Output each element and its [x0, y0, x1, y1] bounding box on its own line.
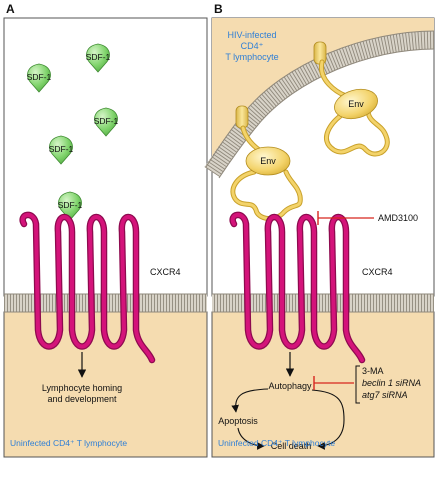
panel-a-receptor-label: CXCR4	[150, 267, 181, 277]
autophagy-to-apoptosis-arrow	[231, 388, 269, 413]
svg-text:SDF-1: SDF-1	[86, 52, 111, 62]
cxcr4-receptor	[19, 211, 156, 364]
cxcr4-receptor	[229, 211, 366, 364]
sdf1-molecule: SDF-1	[94, 107, 119, 137]
apoptosis-label: Apoptosis	[218, 416, 258, 426]
inhibitor-bracket	[355, 365, 360, 404]
inhibitor-atg7: atg7 siRNA	[362, 390, 408, 400]
svg-text:Env: Env	[260, 156, 276, 166]
panel-b-receptor-label: CXCR4	[362, 267, 393, 277]
svg-text:SDF-1: SDF-1	[94, 116, 119, 126]
svg-text:SDF-1: SDF-1	[49, 144, 74, 154]
sdf1-molecule: SDF-1	[49, 135, 74, 165]
panel-a: A SDF-1 SDF-1 SDF-1 SDF-1 SDF-1 CXCR4	[3, 2, 208, 458]
infected-cell-line1: HIV-infected	[227, 30, 276, 40]
apoptosis-to-death-arrow	[237, 427, 265, 450]
sdf1-molecule: SDF-1	[86, 43, 111, 73]
env-unbound: Env	[318, 59, 390, 157]
inhibitor-3ma: 3-MA	[362, 366, 384, 376]
amd3100-label: AMD3100	[378, 213, 418, 223]
autophagy-label: Autophagy	[268, 381, 312, 391]
cell-death-label: Cell death	[271, 441, 312, 451]
panel-b: B HIV-infected CD4⁺ T lymphocyte Env Env	[204, 2, 435, 458]
outcome-line1: Lymphocyte homing	[42, 383, 122, 393]
infected-cell-line2: CD4⁺	[241, 41, 264, 51]
svg-text:SDF-1: SDF-1	[27, 72, 52, 82]
env-stalk	[235, 105, 249, 129]
outcome-line2: and development	[47, 394, 117, 404]
autophagy-to-death-arrow	[311, 389, 345, 450]
panel-b-cell-label: Uninfected CD4⁺ T lymphocyte	[218, 438, 335, 448]
panel-b-letter: B	[214, 2, 223, 16]
svg-text:SDF-1: SDF-1	[58, 200, 83, 210]
infected-cell-line3: T lymphocyte	[225, 52, 278, 62]
infected-cell-cytoplasm	[212, 18, 434, 172]
sdf1-molecule: SDF-1	[27, 63, 52, 93]
inhibitor-beclin1: beclin 1 siRNA	[362, 378, 421, 388]
panel-a-cell-label: Uninfected CD4⁺ T lymphocyte	[10, 438, 127, 448]
panel-a-letter: A	[6, 2, 15, 16]
svg-text:Env: Env	[348, 99, 364, 109]
